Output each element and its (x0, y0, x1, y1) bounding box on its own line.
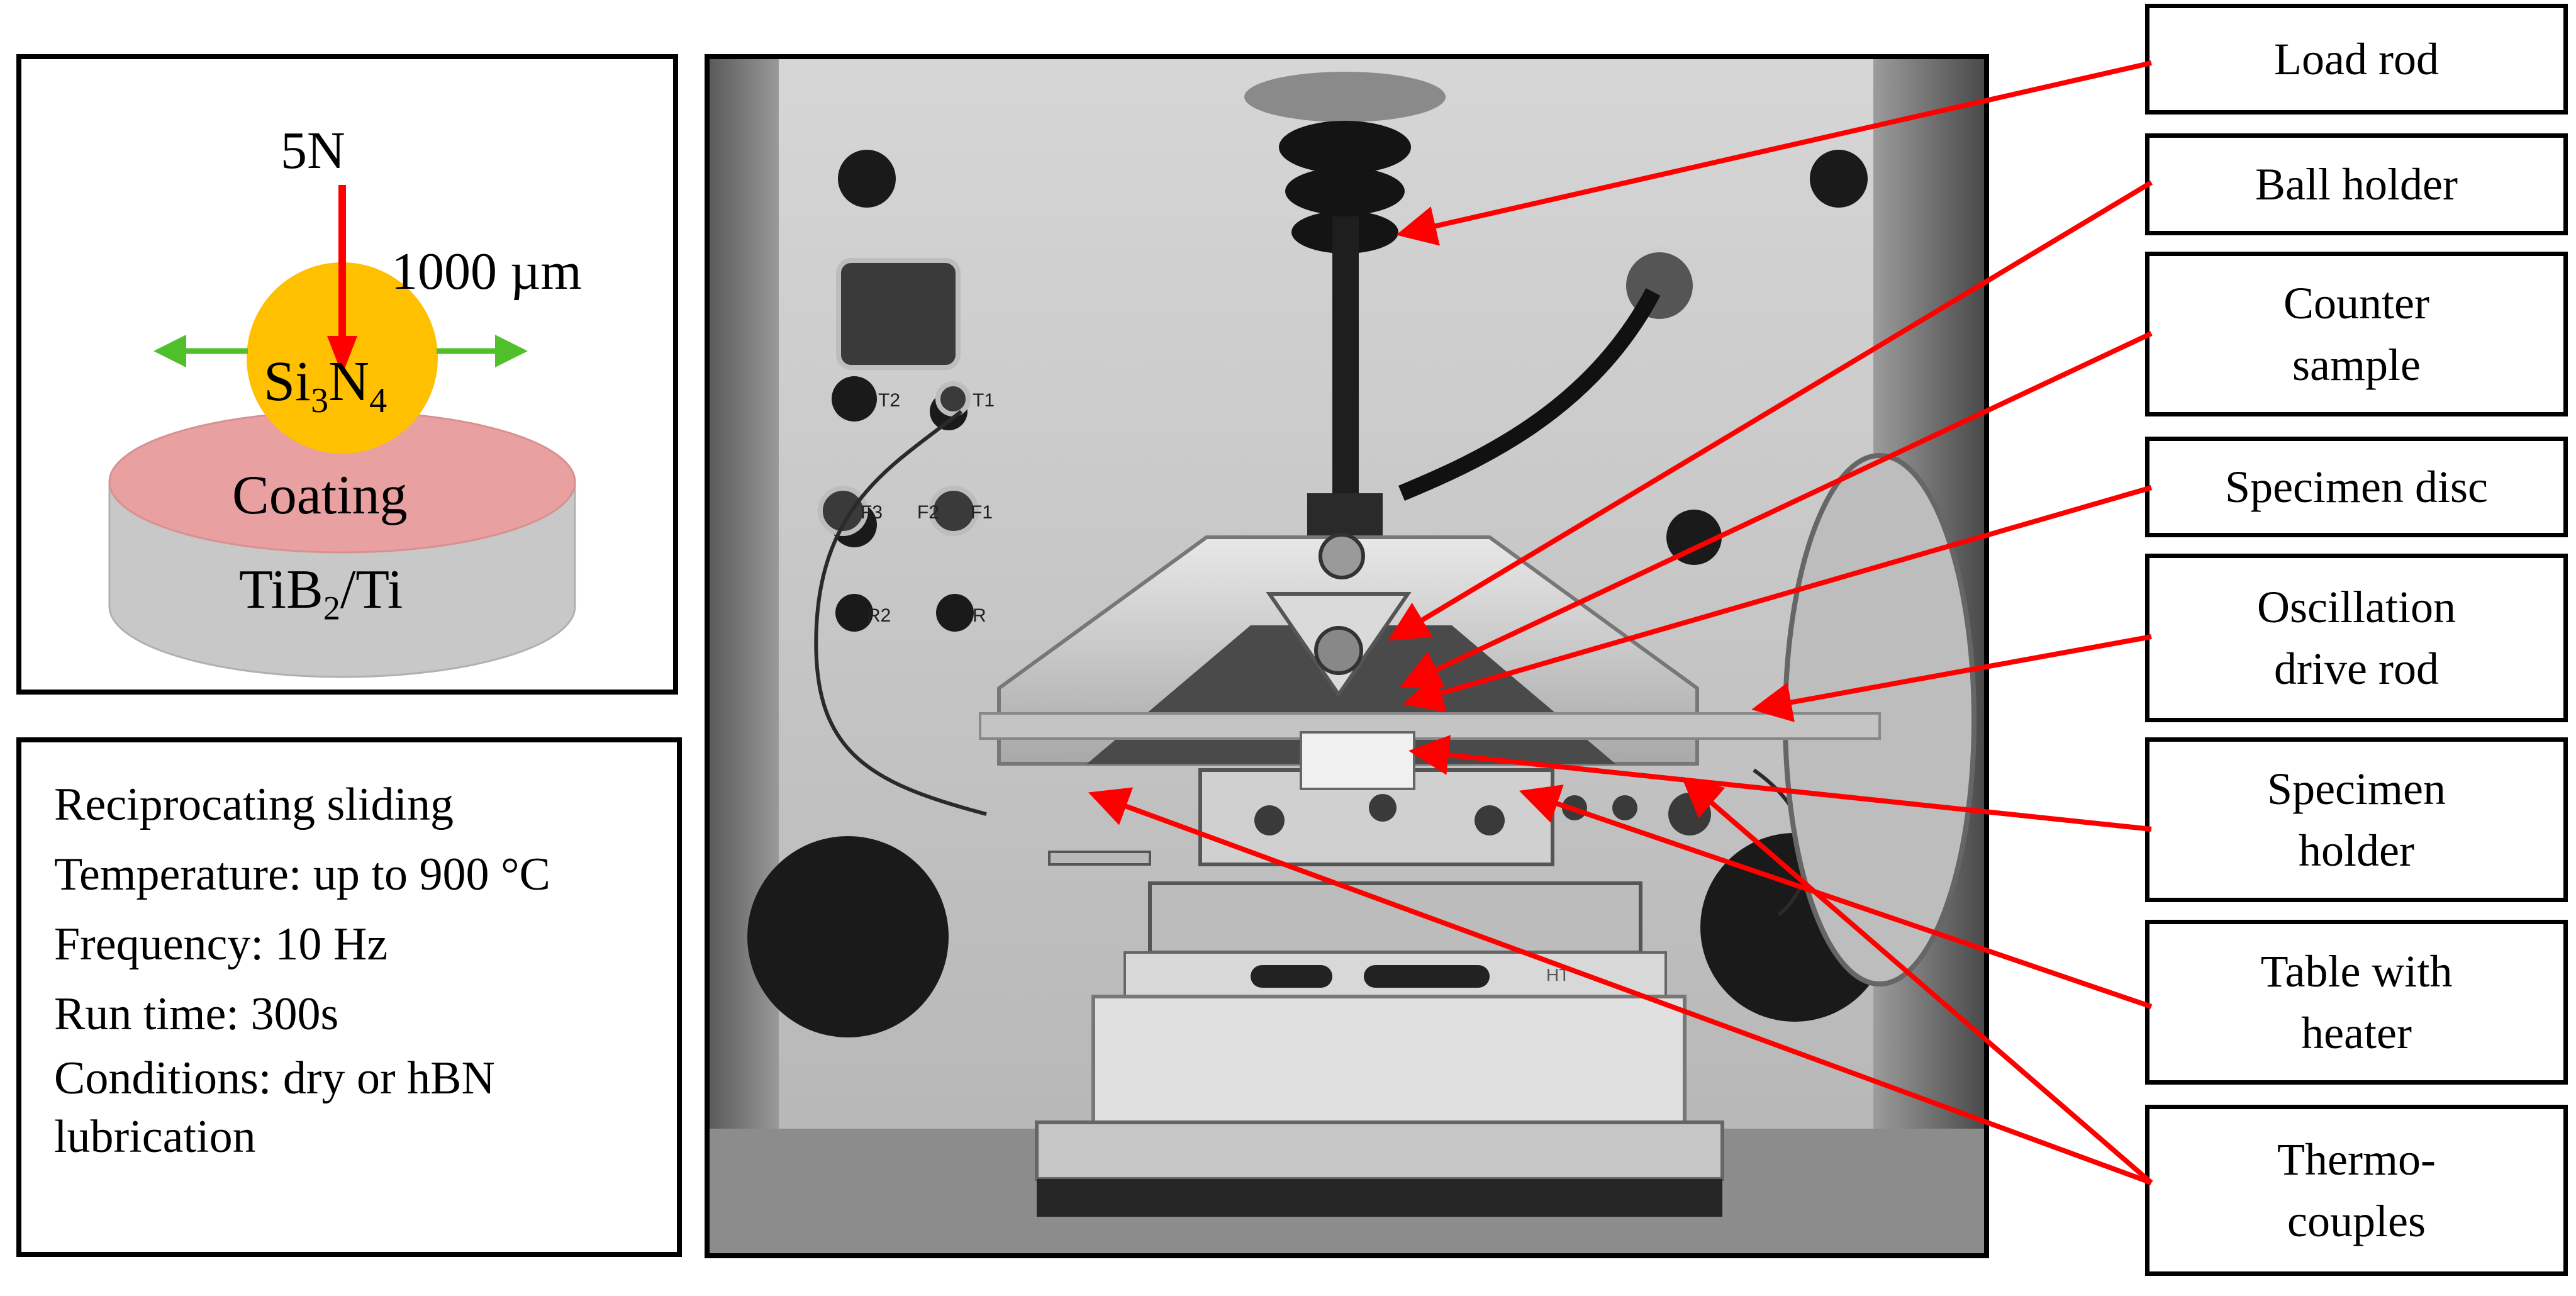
callout-label: Oscillation drive rod (2257, 582, 2456, 694)
port-label-t1: T1 (973, 390, 995, 411)
callout-specimen-disc: Specimen disc (2145, 437, 2568, 537)
callout-specimen-holder: Specimen holder (2145, 737, 2568, 902)
test-conditions-panel: Reciprocating sliding Temperature: up to… (16, 737, 682, 1257)
condition-item: Frequency: 10 Hz (54, 919, 388, 970)
condition-item: Run time: 300s (54, 988, 339, 1040)
callout-oscillation-drive-rod: Oscillation drive rod (2145, 554, 2568, 722)
coating-label: Coating (232, 465, 408, 526)
heater-slots (1251, 965, 1490, 988)
reciprocating-motion-arrows (153, 335, 528, 367)
callout-label: Specimen disc (2225, 462, 2488, 512)
connector-sockets (818, 258, 979, 536)
condition-item: Temperature: up to 900 °C (54, 849, 550, 900)
callout-label: Table with heater (2260, 946, 2453, 1058)
test-schematic-panel: 5N 1000 µm Si3N4 Coating TiB2/Ti (16, 54, 678, 695)
chamber-left-wall (710, 59, 779, 1253)
callout-label: Ball holder (2255, 159, 2458, 209)
condition-item: Reciprocating sliding (54, 779, 454, 830)
callout-ball-holder: Ball holder (2145, 133, 2568, 235)
counter-sample-mount (1319, 533, 1365, 579)
ball-diameter-label: 1000 µm (391, 242, 582, 301)
load-label: 5N (281, 121, 345, 180)
ball-on-disc-schematic (108, 185, 576, 678)
base-shadow (1037, 1179, 1722, 1217)
condition-item: Conditions: dry or hBN lubrication (54, 1053, 495, 1163)
table-marking-ht: HT (1546, 965, 1570, 985)
top-flange (1244, 72, 1446, 122)
load-rod-shaft (1332, 216, 1359, 493)
port-label-f3: F3 (861, 502, 883, 523)
callout-label: Thermo- couples (2277, 1134, 2436, 1246)
specimen-disc (1300, 731, 1415, 790)
port-label-f2: F2 (917, 502, 939, 523)
heater-table (1148, 881, 1642, 954)
thermocouple-probe (1048, 851, 1151, 866)
base-block (1091, 995, 1687, 1124)
oscillation-drive-rod (979, 712, 1881, 740)
port-label-t2: T2 (878, 390, 900, 411)
base-plate (1035, 1120, 1724, 1181)
callout-label: Load rod (2274, 34, 2439, 84)
port-label-r: R (973, 605, 986, 626)
port-label-f1: F1 (971, 502, 993, 523)
conditions-list: Reciprocating sliding Temperature: up to… (21, 742, 677, 1166)
tribometer-illustration: T2 T1 F3 F2 F1 R2 R (710, 59, 1984, 1253)
callout-counter-sample: Counter sample (2145, 252, 2568, 416)
callout-label: Counter sample (2283, 278, 2429, 390)
callout-thermocouples: Thermo- couples (2145, 1105, 2568, 1276)
normal-load-arrow (327, 185, 357, 375)
callout-label: Specimen holder (2267, 764, 2446, 876)
ball-material-label: Si3N4 (264, 350, 388, 420)
substrate-label: TiB2/Ti (239, 559, 403, 627)
ball-holder-screw (1314, 626, 1363, 675)
callout-table-with-heater: Table with heater (2145, 920, 2568, 1085)
port-label-r2: R2 (867, 605, 891, 626)
tribometer-photo: T2 T1 F3 F2 F1 R2 R (705, 54, 1989, 1258)
callout-load-rod: Load rod (2145, 4, 2568, 115)
